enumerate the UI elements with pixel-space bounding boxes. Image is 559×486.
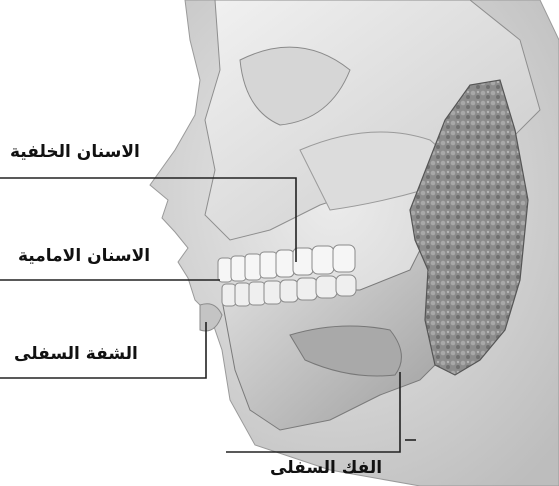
label-front-teeth: الاسنان الامامية	[18, 246, 150, 266]
label-lower-lip: الشفة السفلى	[14, 344, 138, 364]
label-lower-jaw: الفك السفلى	[270, 458, 382, 478]
label-back-teeth: الاسنان الخلفية	[10, 142, 140, 162]
